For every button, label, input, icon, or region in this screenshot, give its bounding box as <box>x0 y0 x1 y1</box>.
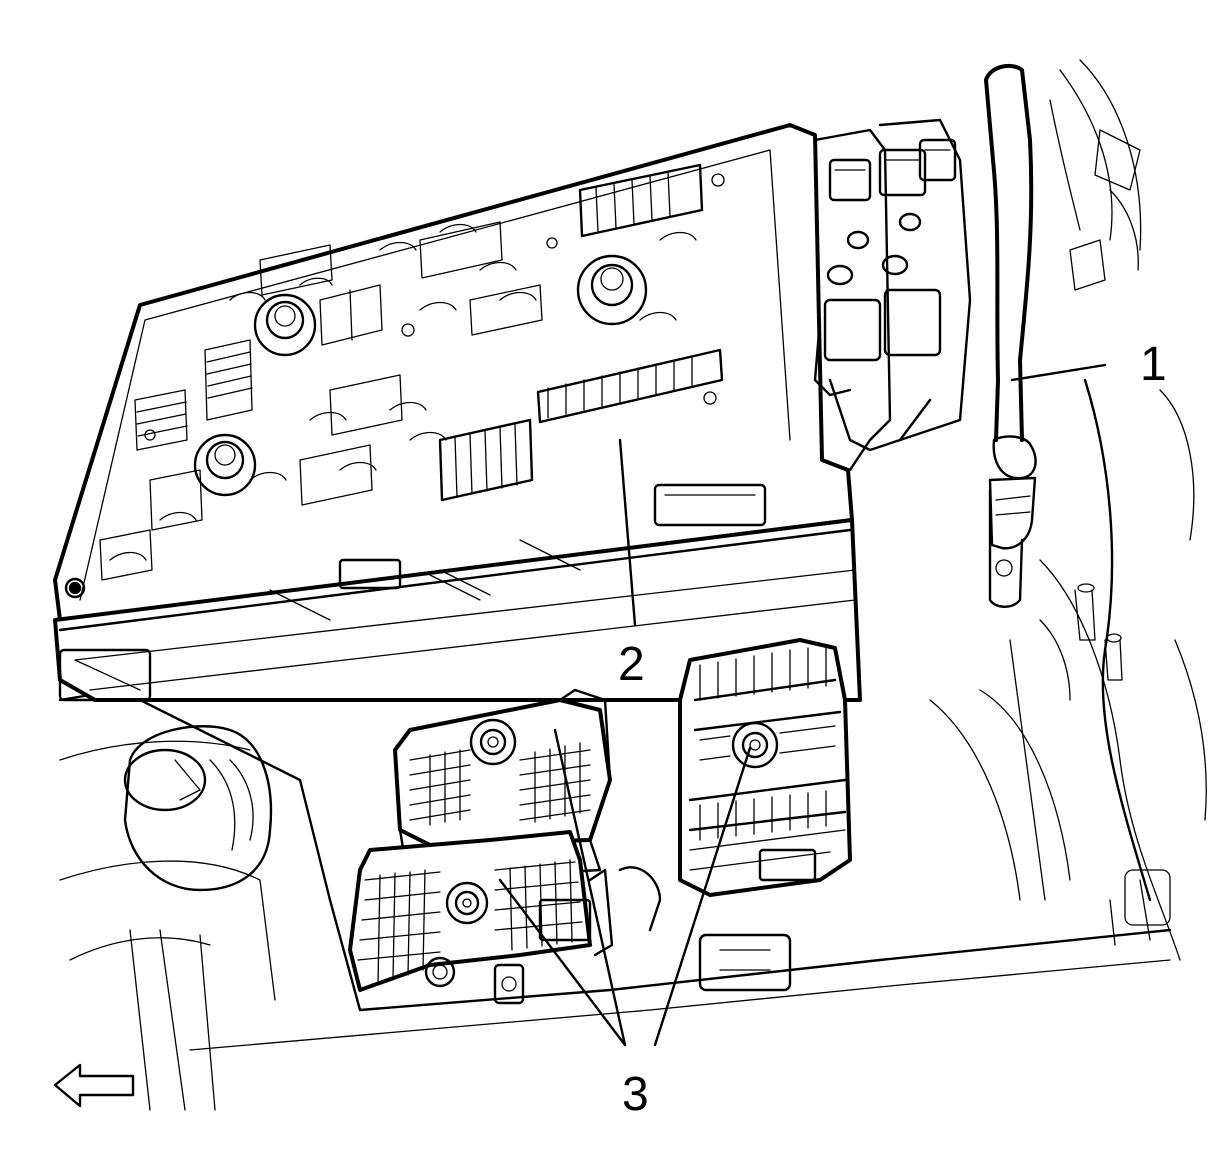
terminal-posts <box>813 118 972 472</box>
connector-lower-left <box>348 830 614 992</box>
lower-mounts <box>424 866 792 1005</box>
connector-right <box>678 638 852 897</box>
mounting-stud-2 <box>576 254 648 326</box>
callout-3: 3 <box>622 1068 649 1121</box>
fuse-relay-block <box>53 118 972 702</box>
leader-3a <box>553 728 627 1047</box>
relay-clips <box>109 223 697 561</box>
round-cap <box>123 725 273 892</box>
mounting-stud-1 <box>253 293 317 357</box>
relay-row <box>438 163 724 502</box>
leader-2 <box>618 438 637 627</box>
fuse-cavities <box>99 221 543 581</box>
callout-1: 1 <box>1140 338 1167 391</box>
battery-cable <box>984 63 1037 608</box>
callout-2: 2 <box>618 638 645 691</box>
arrow-left-icon <box>53 1063 135 1108</box>
callout-labels: 1 2 3 <box>618 338 1167 1121</box>
leader-1 <box>1010 363 1107 382</box>
leader-3b <box>498 878 627 1047</box>
leader-3c <box>653 746 752 1047</box>
callout-leaders <box>498 363 1107 1047</box>
mounting-stud-3 <box>193 433 257 497</box>
